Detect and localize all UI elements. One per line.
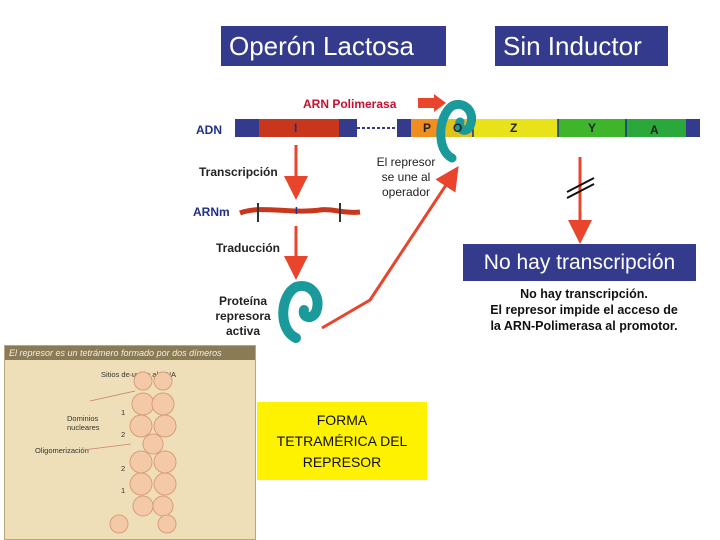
notrans-line-1: No hay transcripción. bbox=[520, 287, 648, 301]
mrna-gene-label: I bbox=[295, 206, 298, 217]
caption-line-3: REPRESOR bbox=[302, 454, 382, 470]
dna-label: ADN bbox=[196, 123, 222, 137]
gene-p-segment bbox=[411, 119, 443, 137]
tetramer-drawing bbox=[82, 371, 177, 534]
inset-core-label: Dominios nucleares bbox=[67, 414, 100, 432]
binding-arrow bbox=[321, 165, 459, 330]
condition-title: Sin Inductor bbox=[495, 26, 668, 66]
gene-p-label: P bbox=[423, 121, 432, 135]
protein-label: Proteína represora activa bbox=[205, 294, 281, 339]
active-repressor-icon bbox=[278, 281, 323, 343]
mrna-strand bbox=[239, 203, 361, 222]
mrna-label: ARNm bbox=[193, 205, 230, 219]
inset-num-3: 2 bbox=[121, 464, 126, 473]
transcription-label: Transcripción bbox=[199, 165, 278, 179]
gene-i-label: I bbox=[294, 121, 298, 135]
protein-line-1: Proteína bbox=[218, 294, 267, 308]
gene-i-segment bbox=[259, 119, 339, 137]
block-mark-1 bbox=[566, 177, 595, 193]
gene-y-label: Y bbox=[588, 121, 597, 135]
protein-line-3: activa bbox=[225, 324, 261, 338]
protein-line-2: represora bbox=[215, 309, 271, 323]
caption-line-1: FORMA bbox=[316, 412, 368, 428]
gene-y-segment bbox=[558, 119, 626, 137]
repressor-binds-label: El represor se une al operador bbox=[366, 155, 446, 200]
inset-num-1: 1 bbox=[121, 408, 126, 417]
notrans-line-2: El represor impide el acceso de bbox=[490, 303, 678, 317]
gene-a-label: A bbox=[650, 123, 659, 137]
dna-strand-p-left bbox=[397, 119, 411, 137]
dna-strand-mid bbox=[339, 119, 357, 137]
tetramer-inset: El represor es un tetrámero formado por … bbox=[4, 345, 256, 540]
tetramer-caption: FORMA TETRAMÉRICA DEL REPRESOR bbox=[257, 402, 427, 480]
gene-a-segment bbox=[626, 119, 686, 137]
gene-z-label: Z bbox=[510, 121, 518, 135]
gene-o-label: O bbox=[453, 121, 463, 135]
dna-strand-right bbox=[686, 119, 700, 137]
no-transcription-title: No hay transcripción bbox=[463, 244, 696, 281]
translation-label: Traducción bbox=[216, 241, 281, 255]
block-mark-2 bbox=[566, 183, 595, 199]
polymerase-label: ARN Polimerasa bbox=[303, 97, 397, 111]
binds-line-2: se une al bbox=[381, 170, 431, 184]
inset-num-2: 2 bbox=[121, 430, 126, 439]
gene-z-segment bbox=[473, 119, 558, 137]
binds-line-1: El represor bbox=[376, 155, 436, 169]
notrans-line-3: la ARN-Polimerasa al promotor. bbox=[490, 319, 678, 333]
caption-line-2: TETRAMÉRICA DEL bbox=[276, 433, 408, 449]
no-transcription-text: No hay transcripción. El represor impide… bbox=[466, 286, 702, 334]
inset-num-4: 1 bbox=[121, 486, 126, 495]
inset-header: El represor es un tetrámero formado por … bbox=[5, 346, 255, 360]
dna-strand-left bbox=[235, 119, 259, 137]
binds-line-3: operador bbox=[381, 185, 431, 199]
repressor-on-operator-icon bbox=[436, 100, 476, 163]
rna-polymerase-icon bbox=[418, 94, 446, 112]
main-title: Operón Lactosa bbox=[221, 26, 446, 66]
inset-oligo-label: Oligomerización bbox=[35, 446, 89, 455]
